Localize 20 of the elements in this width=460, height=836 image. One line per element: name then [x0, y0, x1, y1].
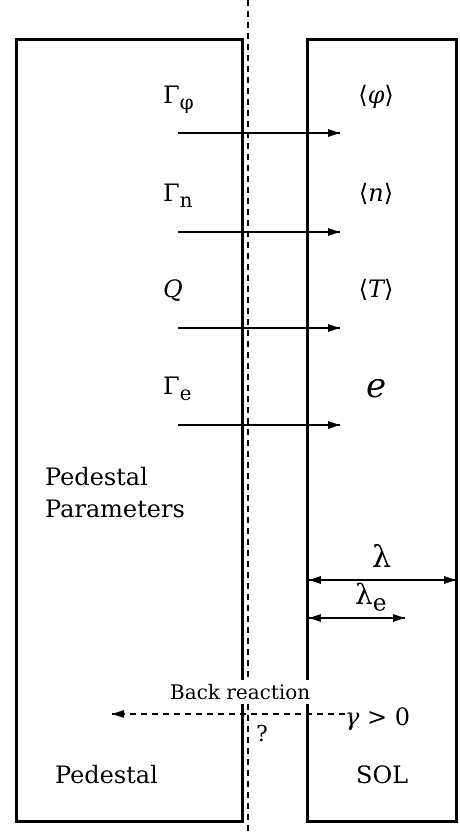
math-symbol: ⟨T⟩: [340, 272, 412, 332]
math-symbol: Γ$_{n}$: [163, 176, 223, 232]
region-label: SOL: [356, 760, 408, 791]
math-symbol: Γ$_{φ}$: [163, 78, 223, 133]
math-symbol: γ > 0: [345, 700, 415, 732]
arrow: [178, 421, 340, 429]
arrow: [178, 129, 340, 137]
math-symbol: ⟨φ⟩: [340, 78, 412, 138]
math-symbol: e: [340, 369, 412, 429]
edge-label: Back reaction: [170, 680, 310, 704]
math-symbol: Q: [163, 272, 223, 328]
arrow: [112, 710, 345, 718]
arrow: [178, 324, 340, 332]
dimension-label: λ$_{e}$: [355, 578, 387, 617]
arrow: [178, 228, 340, 236]
parameter-label: Pedestal Parameters: [45, 462, 186, 525]
region-label: Pedestal: [55, 760, 158, 791]
math-symbol: Γ$_{e}$: [163, 369, 223, 425]
dimension-label: λ: [372, 540, 392, 575]
math-symbol: ⟨n⟩: [340, 176, 412, 236]
